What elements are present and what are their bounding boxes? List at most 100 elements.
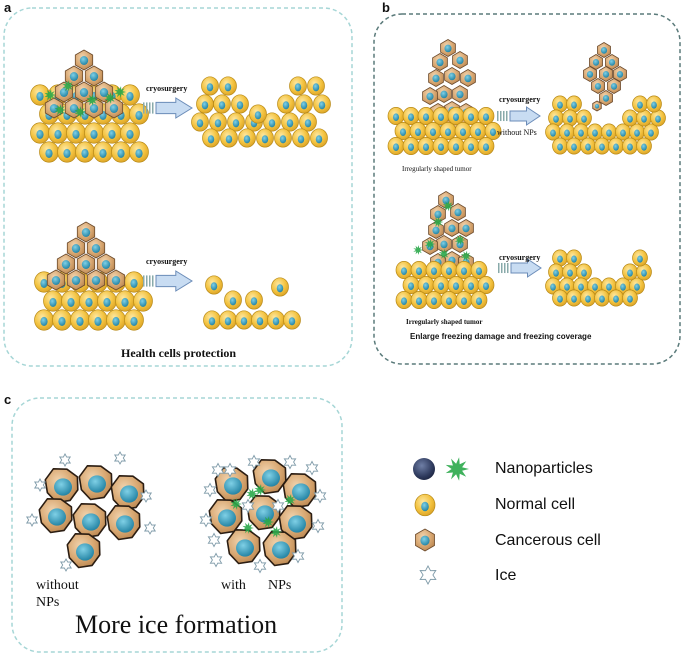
nanoparticle-marker [424, 238, 436, 250]
panel-c-label-without-1: without [36, 578, 79, 593]
normal-cell [424, 122, 442, 140]
normal-cell [256, 128, 274, 148]
normal-cell [79, 290, 99, 312]
ice-crystal [241, 498, 255, 514]
normal-cell [30, 122, 50, 144]
normal-cell [545, 277, 561, 295]
cancerous-cell [428, 221, 444, 239]
cancerous-cell-large [66, 532, 101, 569]
cancerous-cell [599, 66, 613, 82]
panel-c-border [11, 397, 343, 653]
normal-cell [209, 112, 227, 132]
cancerous-cell-large [252, 458, 287, 495]
nanoparticle-marker [114, 86, 126, 98]
normal-cell [447, 276, 465, 294]
normal-cell [52, 309, 72, 331]
nanoparticle-marker [246, 488, 258, 500]
ice-crystal [199, 512, 213, 528]
normal-cell [402, 137, 420, 155]
ice-crystal [113, 451, 127, 465]
normal-cell [409, 122, 427, 140]
normal-cell [75, 141, 95, 163]
cancerous-cell [74, 81, 94, 103]
normal-cell [548, 109, 564, 127]
panel-b-bottom-arrow [498, 258, 542, 278]
normal-cell [470, 261, 488, 279]
cancerous-cell [430, 205, 446, 223]
normal-cell [417, 107, 435, 125]
normal-cell [580, 289, 596, 307]
normal-cell [477, 276, 495, 294]
nanoparticle-marker [242, 522, 254, 534]
cancerous-cell [436, 85, 452, 103]
cancerous-cell [444, 219, 460, 237]
normal-cell [196, 94, 214, 114]
cancerous-cell-large [38, 497, 73, 534]
ice-crystal [313, 488, 327, 504]
normal-cell [295, 94, 313, 114]
normal-cell [447, 107, 465, 125]
nanoparticle-spark-icon [445, 457, 469, 481]
normal-cell [601, 123, 617, 141]
normal-cell [387, 107, 405, 125]
cancerous-cell [46, 269, 66, 291]
legend-icons [413, 457, 469, 585]
normal-cell [299, 112, 317, 132]
normal-cell [566, 95, 582, 113]
nanoparticle-marker [413, 245, 423, 255]
normal-cell [274, 128, 292, 148]
cancerous-cell [607, 78, 621, 94]
cancerous-cell-large [214, 466, 249, 503]
ice-crystal [223, 462, 237, 478]
normal-cell [646, 95, 662, 113]
nanoparticle-marker [270, 526, 282, 538]
panel-c-label-with: with [221, 578, 246, 593]
normal-cell [84, 122, 104, 144]
panel-b-top-arrow [497, 106, 541, 126]
ice-crystal [58, 453, 72, 467]
cancerous-cell [460, 69, 476, 87]
normal-cell [447, 137, 465, 155]
nanoparticle-marker [86, 94, 98, 106]
normal-cell [191, 112, 209, 132]
cancerous-cell [84, 65, 104, 87]
cancerous-cell-large [110, 474, 145, 511]
panel-b-arrow-sublabel-top: without NPs [497, 128, 537, 137]
legend-label-ice: Ice [495, 567, 517, 584]
normal-cell [566, 137, 582, 155]
ice-crystals [25, 451, 327, 574]
cancerous-cell-large [278, 504, 313, 541]
nanoparticle-marker [230, 498, 242, 510]
normal-cell [313, 94, 331, 114]
panel-c-label-with-nps: NPs [268, 578, 292, 593]
cancerous-cell [591, 78, 605, 94]
normal-cell [552, 289, 568, 307]
panel-b-tumor-label-top: Irregularly shaped tumor [402, 165, 472, 173]
normal-cell [231, 94, 249, 114]
ice-crystal [143, 521, 157, 535]
normal-cell [469, 122, 487, 140]
normal-cell [271, 277, 289, 297]
normal-cell [213, 94, 231, 114]
normal-cell [417, 276, 435, 294]
normal-cell [601, 277, 617, 295]
cancerous-cell-large [44, 467, 79, 504]
normal-cell [48, 122, 68, 144]
cancerous-cell [440, 39, 456, 57]
panel-a-letter: a [4, 0, 12, 15]
panel-a-arrow-label-top: cryosurgery [146, 84, 188, 93]
cancerous-cell [76, 253, 96, 275]
normal-cell [559, 123, 575, 141]
normal-cell [70, 309, 90, 331]
cancerous-cell [96, 253, 116, 275]
ice-crystal [209, 552, 223, 568]
normal-cell [440, 261, 458, 279]
cancerous-cell [444, 67, 460, 85]
panel-b-arrow-label-bottom: cryosurgery [499, 253, 541, 262]
normal-cell [552, 137, 568, 155]
cancerous-cell [66, 237, 86, 259]
normal-cell [587, 123, 603, 141]
normal-cell [277, 94, 295, 114]
normal-cell [251, 310, 269, 330]
